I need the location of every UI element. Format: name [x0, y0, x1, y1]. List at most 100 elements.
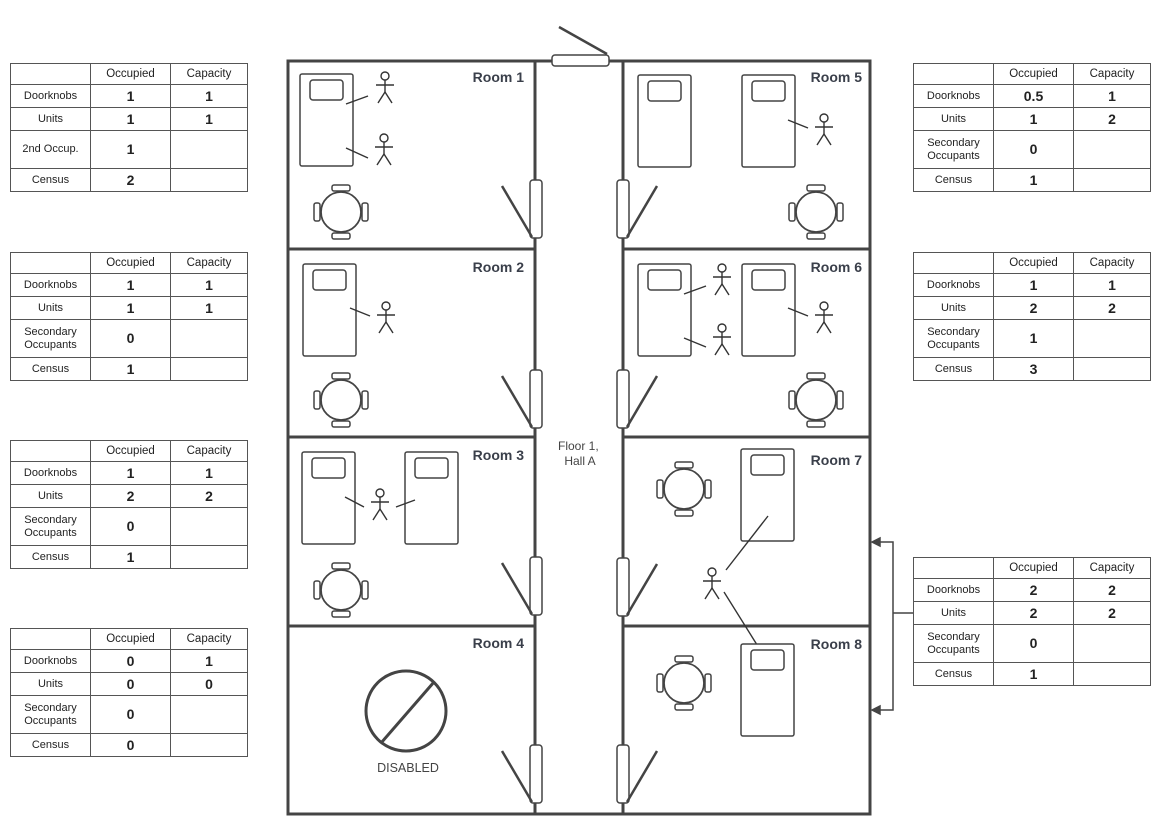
occupant [712, 323, 732, 356]
room-6-door[interactable] [615, 368, 659, 430]
hall-label: Floor 1, Hall A [558, 439, 602, 468]
table-icon [313, 372, 369, 428]
table-icon [656, 461, 712, 517]
room-4-door[interactable] [500, 743, 544, 805]
occupied-value: 0 [993, 130, 1074, 169]
table-icon [313, 562, 369, 618]
row-label: Units [913, 107, 994, 131]
row-label: Doorknobs [10, 649, 91, 673]
room-6-label: Room 6 [811, 259, 863, 275]
assignment-line [349, 307, 371, 317]
bed [637, 74, 692, 168]
disabled-icon [364, 669, 448, 753]
table-icon [656, 655, 712, 711]
bed [302, 263, 357, 357]
header-capacity: Capacity [170, 63, 248, 85]
row-label: Secondary Occupants [10, 695, 91, 734]
capacity-value [170, 507, 248, 546]
room-2-label: Room 2 [473, 259, 525, 275]
hall-label-line-1: Floor 1, [558, 439, 599, 453]
row-label: Secondary Occupants [913, 319, 994, 358]
assignment-line [787, 307, 809, 317]
bed [740, 643, 795, 737]
room-5-door[interactable] [615, 178, 659, 240]
row-label: Secondary Occupants [10, 507, 91, 546]
row-label: Doorknobs [913, 578, 994, 602]
assignment-line [725, 515, 769, 571]
room-1 [299, 71, 544, 240]
occupied-value: 1 [90, 545, 171, 569]
occupant [375, 71, 395, 104]
row-label: Census [913, 662, 994, 686]
row-label: Doorknobs [10, 461, 91, 485]
header-occupied: Occupied [90, 440, 171, 462]
capacity-value: 1 [170, 296, 248, 320]
room-3-door[interactable] [500, 555, 544, 617]
row-label: Units [10, 296, 91, 320]
row-label: Secondary Occupants [913, 624, 994, 663]
bracket-connector [870, 536, 913, 716]
row-label: Census [10, 357, 91, 381]
row-label: Units [10, 107, 91, 131]
bed [299, 73, 354, 167]
room-4-label: Room 4 [473, 635, 525, 651]
room-4: DISABLED [364, 669, 544, 805]
capacity-value: 1 [170, 649, 248, 673]
hall-label-line-2: Hall A [564, 454, 595, 468]
occupied-value: 1 [90, 130, 171, 169]
capacity-value [1073, 168, 1151, 192]
header-capacity: Capacity [1073, 557, 1151, 579]
assignment-line [683, 285, 707, 295]
room-7-door[interactable] [615, 556, 659, 618]
capacity-value [170, 168, 248, 192]
occupied-value: 2 [993, 601, 1074, 625]
bed [740, 448, 795, 542]
occupied-value: 0 [90, 733, 171, 757]
occupant [374, 133, 394, 166]
row-label: Units [10, 484, 91, 508]
room-7-label: Room 7 [811, 452, 863, 468]
capacity-value [170, 319, 248, 358]
capacity-value: 1 [1073, 273, 1151, 297]
room-1-door[interactable] [500, 178, 544, 240]
room-1-label: Room 1 [473, 69, 525, 85]
header-occupied: Occupied [90, 628, 171, 650]
room-8 [615, 643, 795, 805]
bed [637, 263, 692, 357]
capacity-value: 2 [1073, 578, 1151, 602]
occupant [370, 488, 390, 521]
entrance-door[interactable] [551, 25, 610, 67]
occupied-value: 1 [993, 107, 1074, 131]
header-occupied: Occupied [90, 63, 171, 85]
assignment-line [344, 496, 365, 508]
room-5 [615, 74, 844, 240]
assignment-line [787, 119, 809, 129]
occupied-value: 1 [90, 357, 171, 381]
room-2 [302, 263, 544, 430]
row-label: Census [10, 168, 91, 192]
bed [741, 263, 796, 357]
room-5-label: Room 5 [811, 69, 863, 85]
occupied-value: 0.5 [993, 84, 1074, 108]
assignment-line [395, 499, 416, 508]
occupied-value: 1 [90, 107, 171, 131]
bed [404, 451, 459, 545]
row-label: Doorknobs [913, 84, 994, 108]
capacity-value [1073, 662, 1151, 686]
room-8-door[interactable] [615, 743, 659, 805]
assignment-line [683, 337, 707, 348]
header-capacity: Capacity [1073, 63, 1151, 85]
occupant [814, 301, 834, 334]
row-label: Units [10, 672, 91, 696]
room-2-door[interactable] [500, 368, 544, 430]
capacity-value: 2 [1073, 296, 1151, 320]
occupied-value: 0 [90, 695, 171, 734]
row-label: Units [913, 601, 994, 625]
